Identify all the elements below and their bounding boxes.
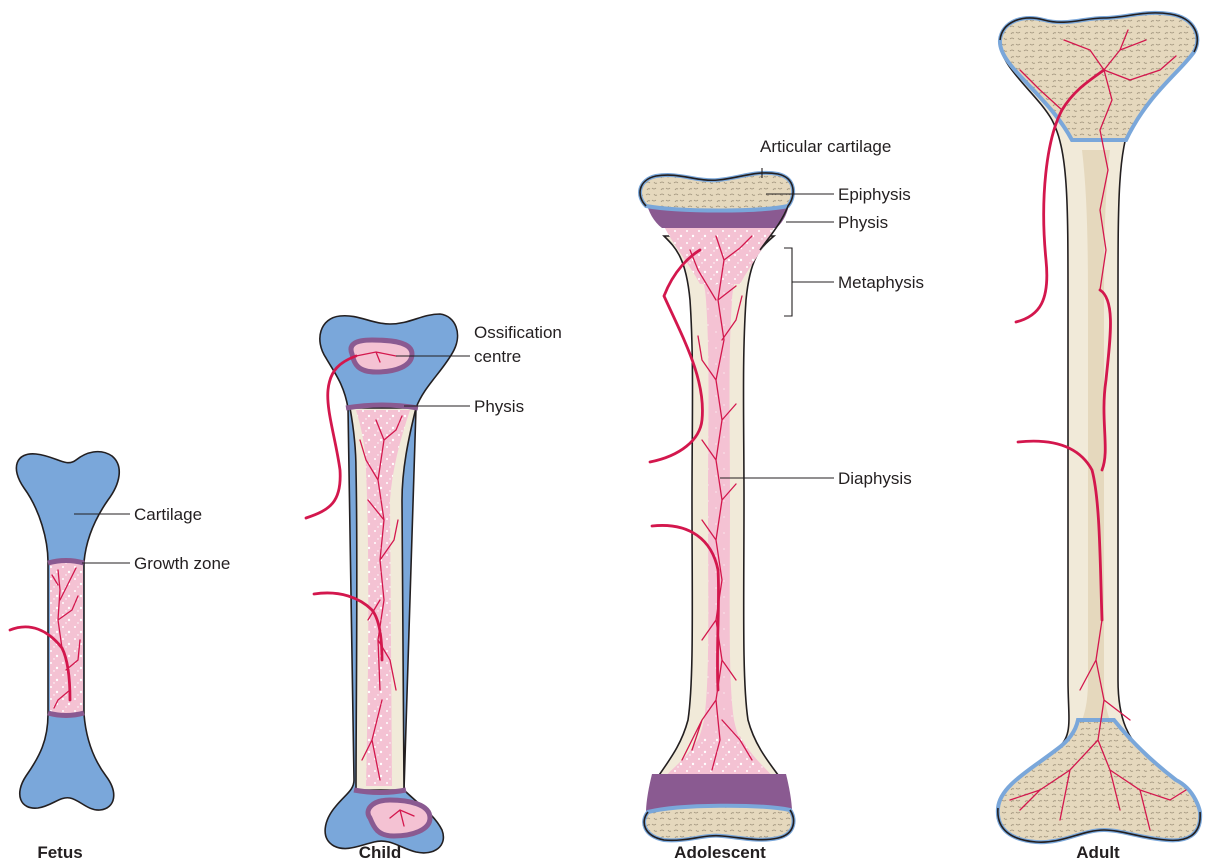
label-articular-cartilage: Articular cartilage [760, 137, 891, 156]
label-physis-child: Physis [474, 397, 524, 416]
labels: Cartilage Growth zone Ossification centr… [134, 137, 924, 573]
adult-bone [998, 13, 1200, 842]
child-bone [306, 314, 458, 853]
fetus-growth-region [50, 563, 83, 713]
adult-spongy-upper [1000, 13, 1197, 140]
label-cartilage: Cartilage [134, 505, 202, 524]
stage-child: Child [359, 843, 402, 860]
stage-fetus: Fetus [37, 843, 82, 860]
adolescent-bone [640, 173, 794, 840]
label-physis-adolescent: Physis [838, 213, 888, 232]
label-epiphysis: Epiphysis [838, 185, 911, 204]
adolescent-epiphysis-upper [640, 173, 793, 211]
label-growth-zone: Growth zone [134, 554, 230, 573]
label-ossification-centre-line2: centre [474, 347, 521, 366]
stage-adolescent: Adolescent [674, 843, 766, 860]
label-diaphysis: Diaphysis [838, 469, 912, 488]
adult-spongy-lower [998, 720, 1200, 842]
fetus-growth-zone-top [48, 561, 84, 564]
fetus-bone [10, 452, 119, 810]
label-ossification-centre-line1: Ossification [474, 323, 562, 342]
stage-adult: Adult [1076, 843, 1120, 860]
adolescent-marrow [672, 238, 766, 784]
child-physis-lower [354, 790, 406, 793]
child-lower-ossification-centre [368, 800, 430, 836]
label-metaphysis: Metaphysis [838, 273, 924, 292]
leader-metaphysis-bracket [784, 248, 792, 316]
stage-captions: Fetus Child Adolescent Adult [37, 843, 1120, 860]
fetus-growth-zone-bottom [48, 713, 84, 716]
